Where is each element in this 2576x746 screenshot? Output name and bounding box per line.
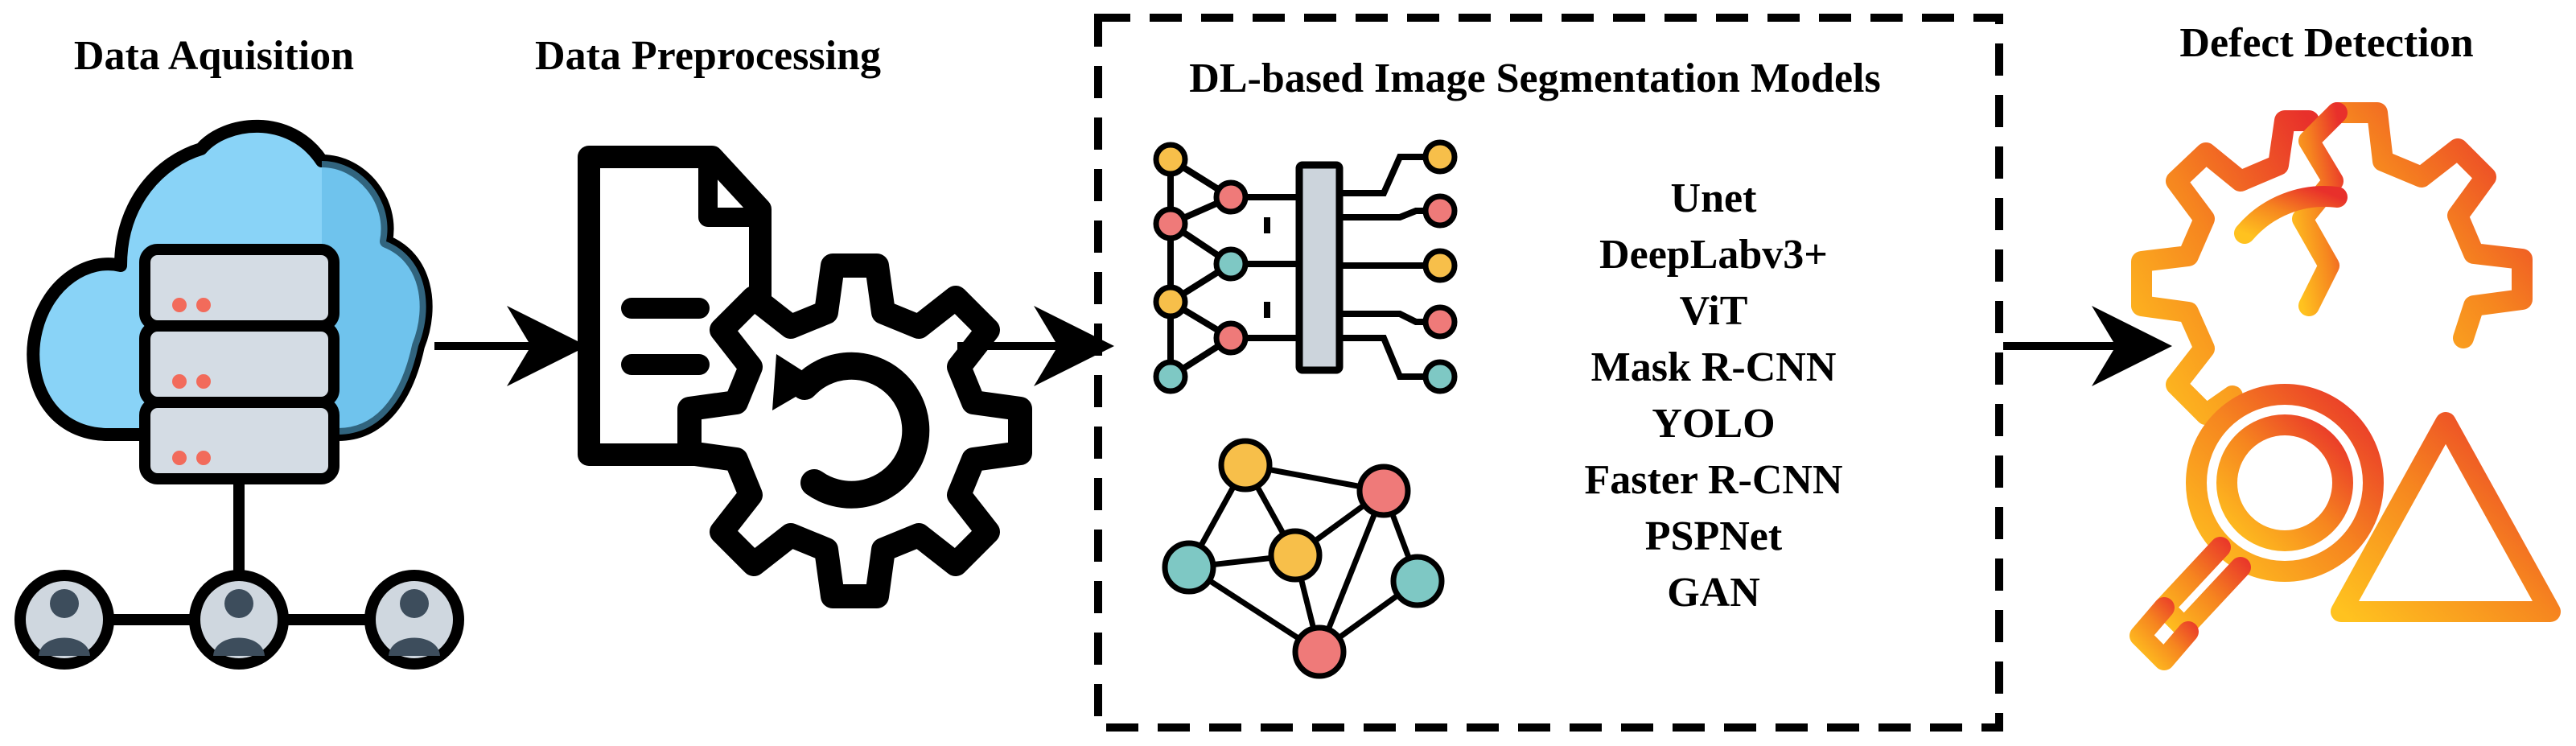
detection-group xyxy=(2130,102,2561,670)
user-icon xyxy=(14,570,114,670)
gear-icon xyxy=(677,253,1032,608)
network-nodes xyxy=(1153,139,1458,394)
model-item-vit: ViT xyxy=(1679,288,1748,334)
magnifier-icon xyxy=(2130,384,2384,670)
model-item-mask-rcnn: Mask R-CNN xyxy=(1590,344,1837,390)
stage-title-segmentation: DL-based Image Segmentation Models xyxy=(1189,56,1881,101)
model-item-gan: GAN xyxy=(1667,570,1760,616)
warning-icon xyxy=(2331,412,2561,622)
model-item-yolo: YOLO xyxy=(1652,401,1776,447)
server-icon xyxy=(139,244,339,484)
stage-title-acquisition: Data Aquisition xyxy=(73,33,355,79)
acquisition-group xyxy=(14,119,464,670)
stage-title-detection: Defect Detection xyxy=(2179,20,2474,66)
user-icon xyxy=(189,570,289,670)
model-item-deeplabv3: DeepLabv3+ xyxy=(1599,232,1828,278)
model-item-pspnet: PSPNet xyxy=(1644,513,1783,559)
layer-bar xyxy=(1295,161,1344,374)
graph-network-icon xyxy=(1162,438,1445,679)
model-item-faster-rcnn: Faster R-CNN xyxy=(1584,457,1843,503)
model-item-unet: Unet xyxy=(1670,175,1757,221)
stage-title-preprocessing: Data Preprocessing xyxy=(535,33,881,79)
gear-icon xyxy=(2131,102,2533,425)
segmentation-box xyxy=(1094,14,2003,732)
user-icon xyxy=(364,570,464,670)
models-list: Unet DeepLabv3+ ViT Mask R-CNN YOLO Fast… xyxy=(1584,171,1842,621)
preprocessing-group xyxy=(578,146,1032,608)
